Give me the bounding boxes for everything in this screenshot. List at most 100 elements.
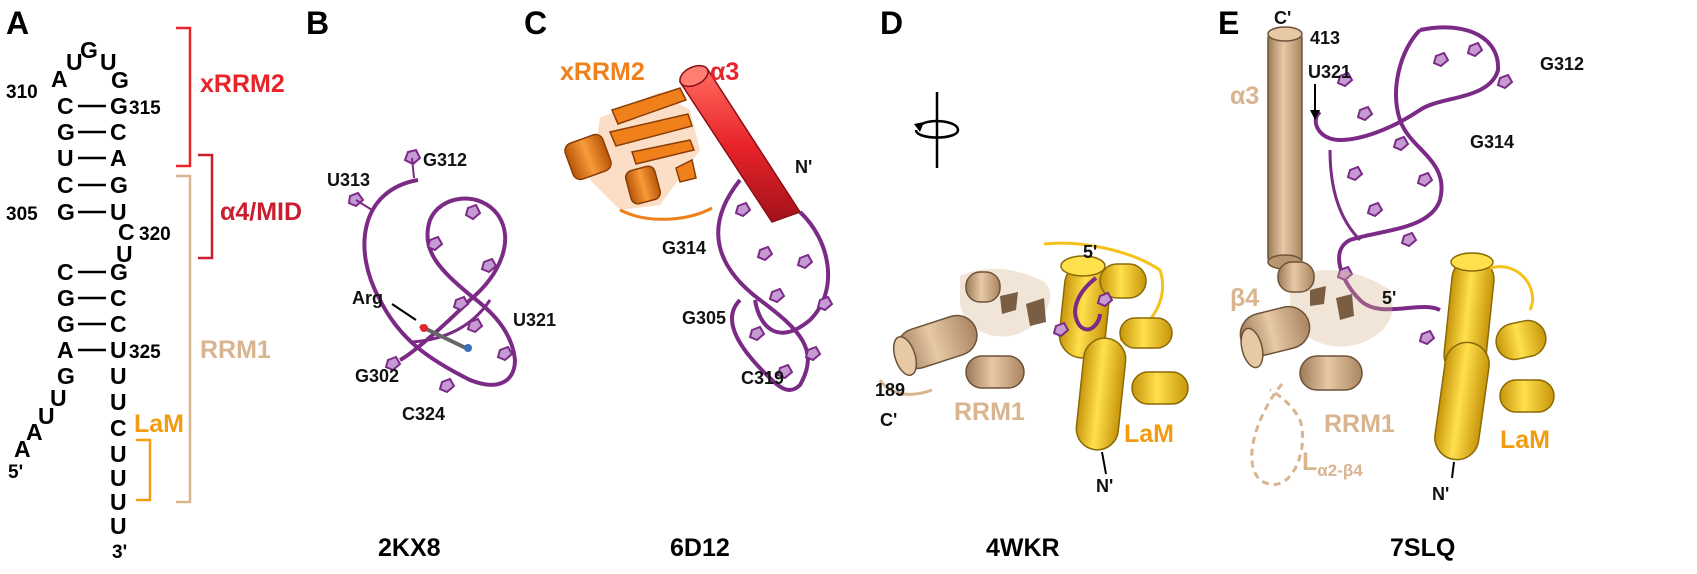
nt-tail: U [110,389,127,415]
number-310: 310 [6,82,38,103]
bracket-a4mid [198,153,214,260]
label-alpha3: α3 [1230,82,1259,110]
rna-fragment-4wkr [1052,276,1114,338]
rrm1-domain [878,268,1051,396]
nt-tail: U [110,489,127,515]
label-n-terminus: N' [1096,476,1113,496]
label-five-prime: 5' [1382,288,1396,308]
nt-tail: U [110,465,127,491]
nt-u: U [66,49,83,75]
label-c-terminus: C' [880,410,897,430]
label-lam: LaM [1500,426,1550,454]
nt-right: C [110,119,127,145]
nt-left: G [57,311,75,337]
rna-structure-6d12 [716,178,834,392]
number-325: 325 [129,342,161,363]
label-n-terminus: N' [1432,484,1449,504]
panel-letter-e: E [1218,5,1239,41]
panel-a: A U G U G A 310 C G U C G G C A G U 315 … [6,5,302,563]
label-g314: G314 [1470,132,1514,152]
nt-left: G [57,199,75,225]
nt-u: U [100,49,117,75]
pdb-id-7slq: 7SLQ [1390,534,1455,562]
three-prime-label: 3' [112,542,127,563]
pdb-id-2kx8: 2KX8 [378,534,441,562]
panel-letter-a: A [6,5,29,41]
nt-right: G [110,172,128,198]
label-alpha3: α3 [710,58,739,86]
xrrm2-domain [564,87,713,221]
alpha3-helix-tan [1267,26,1303,270]
label-lam: LaM [1124,420,1174,448]
label-rrm1: RRM1 [200,336,271,364]
bracket-xrrm2 [176,26,192,168]
nt-left: U [57,145,74,171]
label-loop-subscript: α2-β4 [1317,461,1363,480]
nt-left: G [57,285,75,311]
lam-domain [1434,252,1555,479]
label-u313: U313 [327,170,370,190]
label-loop: Lα2-β4 [1302,448,1363,480]
nt-tail: U [50,385,67,411]
label-a4mid: α4/MID [220,198,302,226]
nt-tail: U [110,441,127,467]
panel-d: D [875,5,1189,562]
number-320: 320 [139,224,171,245]
pointer-arrowhead [1310,110,1320,120]
panel-letter-c: C [524,5,547,41]
nt-left: G [57,119,75,145]
nt-tail: A [26,419,43,445]
label-lam: LaM [134,410,184,438]
label-xrrm2: xRRM2 [200,70,285,98]
bracket-rrm1 [176,174,192,504]
panel-c: C x [524,5,834,562]
upper-stem: C G U C G G C A G U [57,93,128,225]
label-c-terminus: C' [1274,8,1291,28]
nt-right: G [110,259,128,285]
five-prime-label: 5' [8,462,23,483]
panel-e: E [1218,5,1584,562]
label-xrrm2: xRRM2 [560,58,645,86]
panel-letter-b: B [306,5,329,41]
nt-left: C [57,259,74,285]
label-c324: C324 [402,404,445,424]
label-arg: Arg [352,288,383,308]
pdb-id-6d12: 6D12 [670,534,730,562]
nt-tail: C [110,415,127,441]
label-beta4: β4 [1230,284,1259,312]
label-u321: U321 [1308,62,1351,82]
label-g314: G314 [662,238,706,258]
label-u321: U321 [513,310,556,330]
rna-structure-7slq [1313,25,1514,346]
nt-g: G [111,67,129,93]
bracket-lam [136,438,152,502]
label-n-terminus: N' [795,157,812,177]
label-c319: C319 [741,368,784,388]
label-rrm1: RRM1 [954,398,1025,426]
label-loop-main: L [1302,448,1317,476]
nt-tail: U [110,513,127,539]
arginine-stick [419,324,472,352]
label-g305: G305 [682,308,726,328]
nt-right: U [110,337,127,363]
panel-letter-d: D [880,5,903,41]
nt-tail: U [38,403,55,429]
lower-stem: C G G A G G C C U U [57,259,128,389]
nt-left: C [57,172,74,198]
label-g302: G302 [355,366,399,386]
nt-left: G [57,363,75,389]
panel-b: B U313 [306,5,556,562]
label-five-prime: 5' [1083,242,1097,262]
nt-right: C [110,311,127,337]
label-res-189: 189 [875,380,905,400]
nt-right: U [110,199,127,225]
pdb-id-4wkr: 4WKR [986,534,1060,562]
nt-right: U [110,363,127,389]
number-315: 315 [129,98,161,119]
nt-a: A [51,66,68,92]
label-g312: G312 [1540,54,1584,74]
nt-g: G [80,37,98,63]
label-rrm1: RRM1 [1324,410,1395,438]
nt-left: C [57,93,74,119]
